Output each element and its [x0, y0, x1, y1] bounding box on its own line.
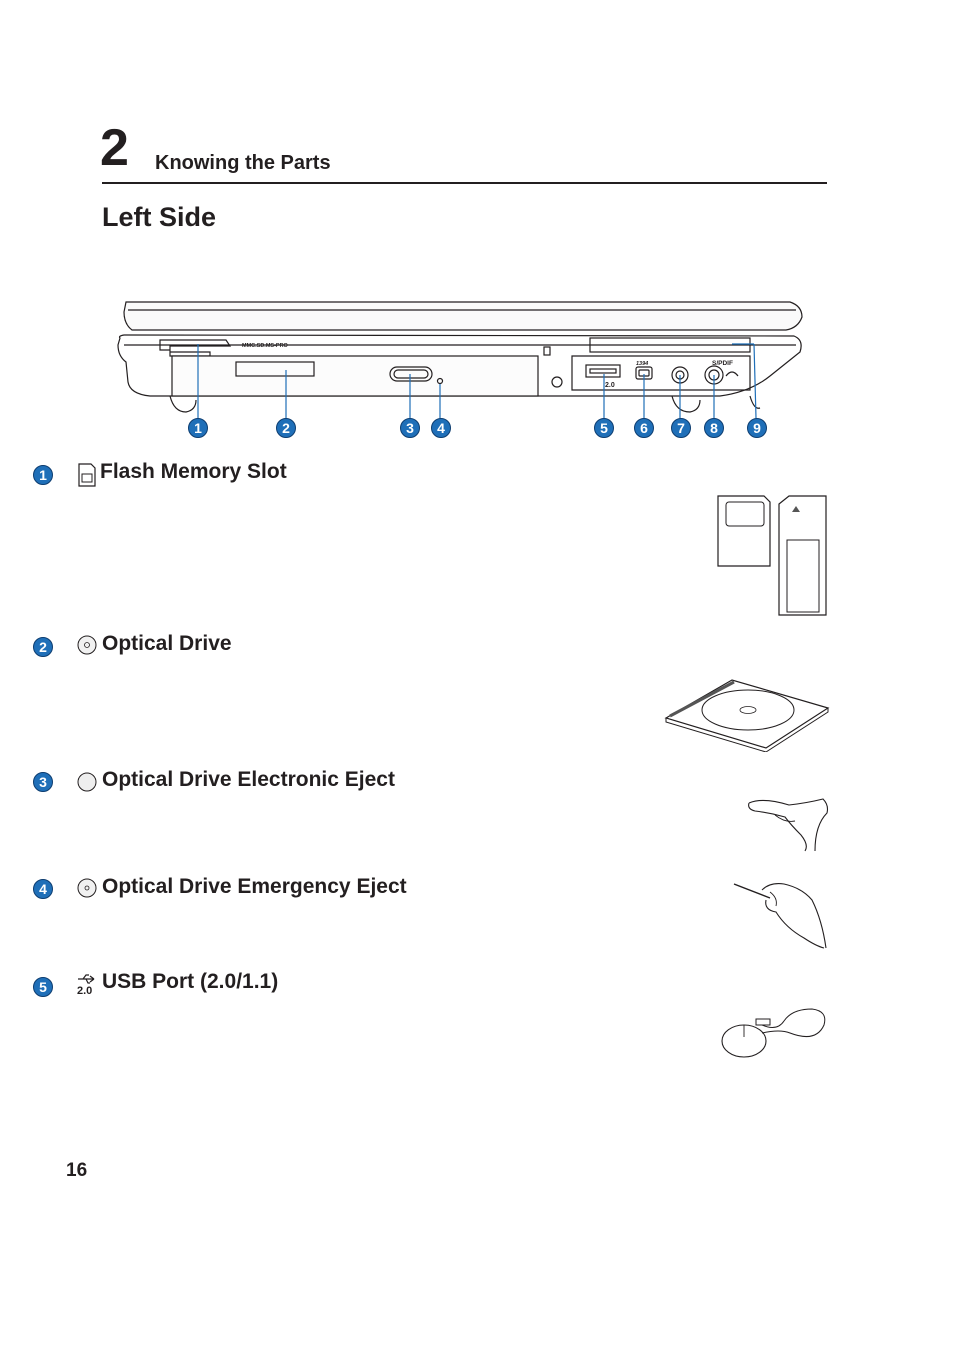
section-title-optical-drive: Optical Drive: [102, 632, 232, 655]
page-number: 16: [66, 1160, 88, 1181]
usb-icon: [78, 974, 95, 984]
header-rule: [102, 182, 827, 184]
section-badge-2: 2: [33, 637, 53, 657]
disc-icon: [77, 635, 97, 655]
disc-case-illustration: [664, 679, 830, 752]
section-title-flash-memory-slot: Flash Memory Slot: [100, 460, 287, 483]
memory-card-illustration: [717, 495, 827, 616]
memory-card-icon: [78, 463, 96, 487]
spdif-label: S/PDIF: [712, 360, 733, 367]
callout-badge-3: 3: [400, 418, 420, 438]
laptop-left-side-diagram: MMC.SD.MS-PRO 2.0 1394 S/PDIF: [117, 301, 803, 419]
finger-press-illustration: [748, 798, 829, 852]
callout-badge-7: 7: [671, 418, 691, 438]
usb-mouse-illustration: [721, 1008, 826, 1058]
chapter-title: Knowing the Parts: [155, 152, 331, 174]
card-reader-label: MMC.SD.MS-PRO: [242, 343, 289, 349]
callout-badge-1: 1: [188, 418, 208, 438]
section-title-optical-drive-emergency-eject: Optical Drive Emergency Eject: [102, 875, 407, 898]
emergency-eject-icon: [77, 878, 97, 898]
callout-badge-5: 5: [594, 418, 614, 438]
section-badge-1: 1: [33, 465, 53, 485]
eject-button-icon: [77, 772, 97, 792]
section-badge-4: 4: [33, 879, 53, 899]
firewire-label: 1394: [636, 361, 648, 367]
usb-icon-version-label: 2.0: [77, 985, 93, 997]
callout-badge-4: 4: [431, 418, 451, 438]
pin-eject-illustration: [733, 883, 827, 949]
section-title-optical-drive-electronic-eject: Optical Drive Electronic Eject: [102, 768, 395, 791]
callout-badge-9: 9: [747, 418, 767, 438]
chapter-number: 2: [100, 119, 129, 177]
section-title-usb-port: USB Port (2.0/1.1): [102, 970, 279, 993]
callout-badge-8: 8: [704, 418, 724, 438]
section-badge-5: 5: [33, 977, 53, 997]
callout-badge-2: 2: [276, 418, 296, 438]
usb-port-label: 2.0: [605, 382, 615, 389]
callout-badge-6: 6: [634, 418, 654, 438]
section-badge-3: 3: [33, 772, 53, 792]
page-title: Left Side: [102, 202, 217, 232]
